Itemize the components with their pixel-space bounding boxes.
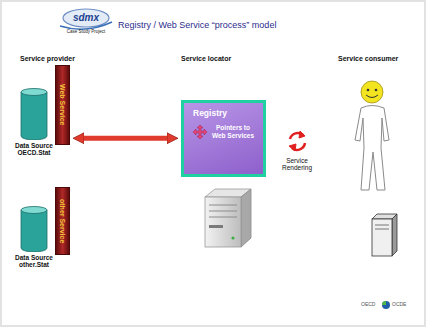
consumer-figure bbox=[355, 81, 389, 190]
service-label: other Service bbox=[59, 199, 66, 243]
rendering-icon bbox=[289, 131, 305, 151]
data-source: Data Source OECD.Stat bbox=[14, 88, 54, 157]
registry-body: Pointers to Web Services bbox=[209, 124, 257, 140]
oecd-logo bbox=[382, 301, 390, 309]
logo-text: OECD bbox=[361, 302, 375, 308]
consumer-server bbox=[372, 214, 397, 256]
logo-text: sdmx bbox=[64, 12, 108, 24]
sdmx-logo bbox=[60, 9, 112, 29]
column-heading: Service provider bbox=[20, 55, 75, 63]
cylinder-body bbox=[21, 92, 47, 140]
column-heading: Service locator bbox=[181, 55, 231, 63]
service-label: Web Service bbox=[59, 84, 66, 126]
service-bar: other Service bbox=[55, 187, 70, 255]
service-bar: Web Service bbox=[55, 65, 70, 145]
logo-subtitle: Case Study Project bbox=[56, 29, 116, 34]
cylinder-top bbox=[21, 207, 47, 214]
slide-title: Registry / Web Service “process” model bbox=[118, 20, 276, 30]
server-icon bbox=[205, 189, 251, 247]
registry-box: RegistryPointers to Web Services bbox=[181, 100, 266, 177]
data-source: Data Source other.Stat bbox=[14, 206, 54, 269]
cylinder-shape bbox=[14, 88, 54, 140]
move-icon bbox=[193, 125, 207, 139]
cylinder-top bbox=[21, 89, 47, 96]
source-label: Data Source other.Stat bbox=[14, 254, 54, 269]
cylinder-body bbox=[21, 210, 47, 252]
registry-heading: Registry bbox=[193, 109, 259, 118]
double-arrow bbox=[84, 136, 167, 141]
column-heading: Service consumer bbox=[338, 55, 398, 63]
logo-text: OCDE bbox=[392, 302, 406, 308]
source-label: Data Source OECD.Stat bbox=[14, 142, 54, 157]
cylinder-shape bbox=[14, 206, 54, 252]
rendering-label: Service Rendering bbox=[276, 157, 318, 172]
